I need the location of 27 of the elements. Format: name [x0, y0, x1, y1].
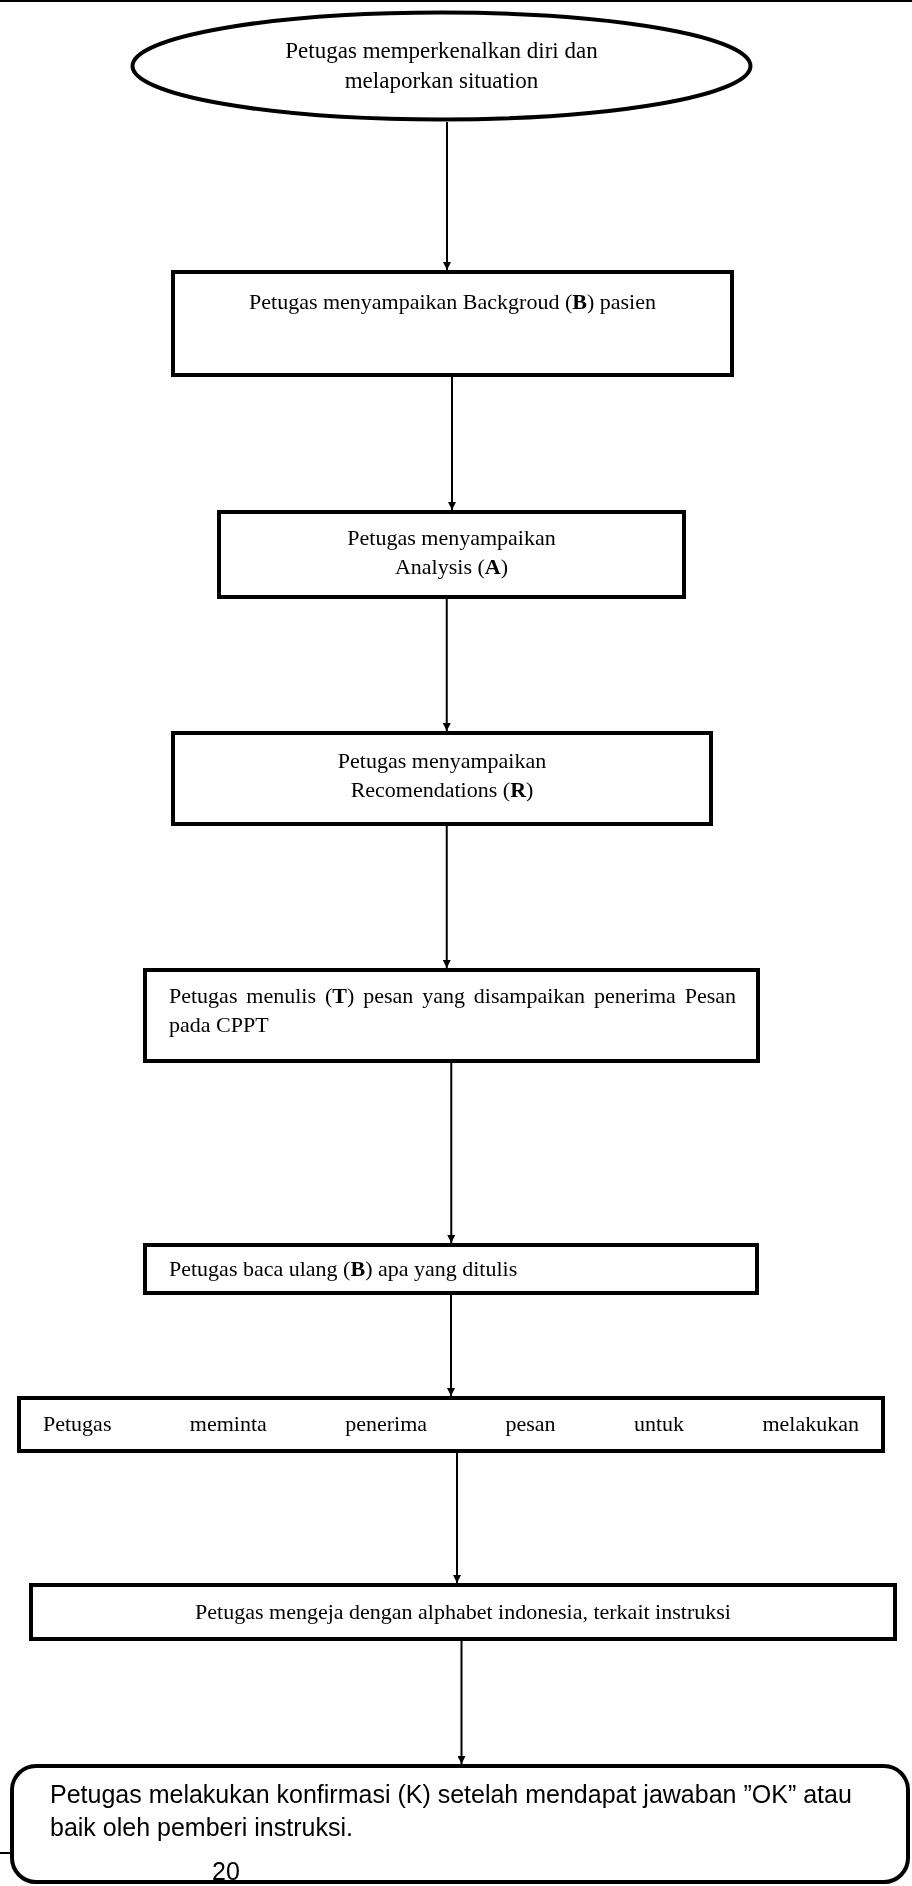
arrow: [447, 1062, 456, 1244]
process-box: [143, 1243, 759, 1295]
arrow: [453, 1452, 461, 1584]
process-box: [17, 1396, 885, 1453]
start-ellipse: [130, 10, 753, 122]
process-box: [217, 510, 686, 599]
node-text: Petugas menyampaikan Recomendations (R): [336, 747, 548, 804]
node-text: Petugas menulis (T) pesan yang disampaikan penerima Pesan pada CPPT: [169, 982, 736, 1039]
node-text: Petugas baca ulang (B) apa yang ditulis: [169, 1254, 519, 1283]
process-box: [171, 731, 713, 826]
process-box: [171, 270, 734, 377]
node-text: Petugas melakukan konfirmasi (K) setelah mendapat jawaban ”OK” atau baik oleh pemberi instruksi.: [50, 1779, 853, 1843]
node-text: Petugas mengeja dengan alphabet indonesia, terkait instruksi: [194, 1597, 732, 1626]
process-box: [29, 1583, 897, 1641]
arrow: [442, 598, 451, 732]
node-text: Petugas menyampaikan Backgroud (B) pasien: [248, 288, 657, 316]
arrow: [442, 825, 451, 969]
end-box: [10, 1764, 910, 1884]
node-text: Petugas memperkenalkan diri dan melaporkan situation: [284, 37, 599, 95]
arrow: [443, 121, 451, 271]
node-text: Petugas menyampaikan Analysis (A): [346, 524, 557, 581]
arrow: [447, 1294, 455, 1397]
arrow: [448, 376, 456, 511]
page-number: 20: [212, 1856, 240, 1886]
process-box: [143, 968, 760, 1063]
node-text: Petugas meminta penerima pesan untuk melakukan: [43, 1410, 859, 1439]
arrow: [457, 1640, 466, 1765]
